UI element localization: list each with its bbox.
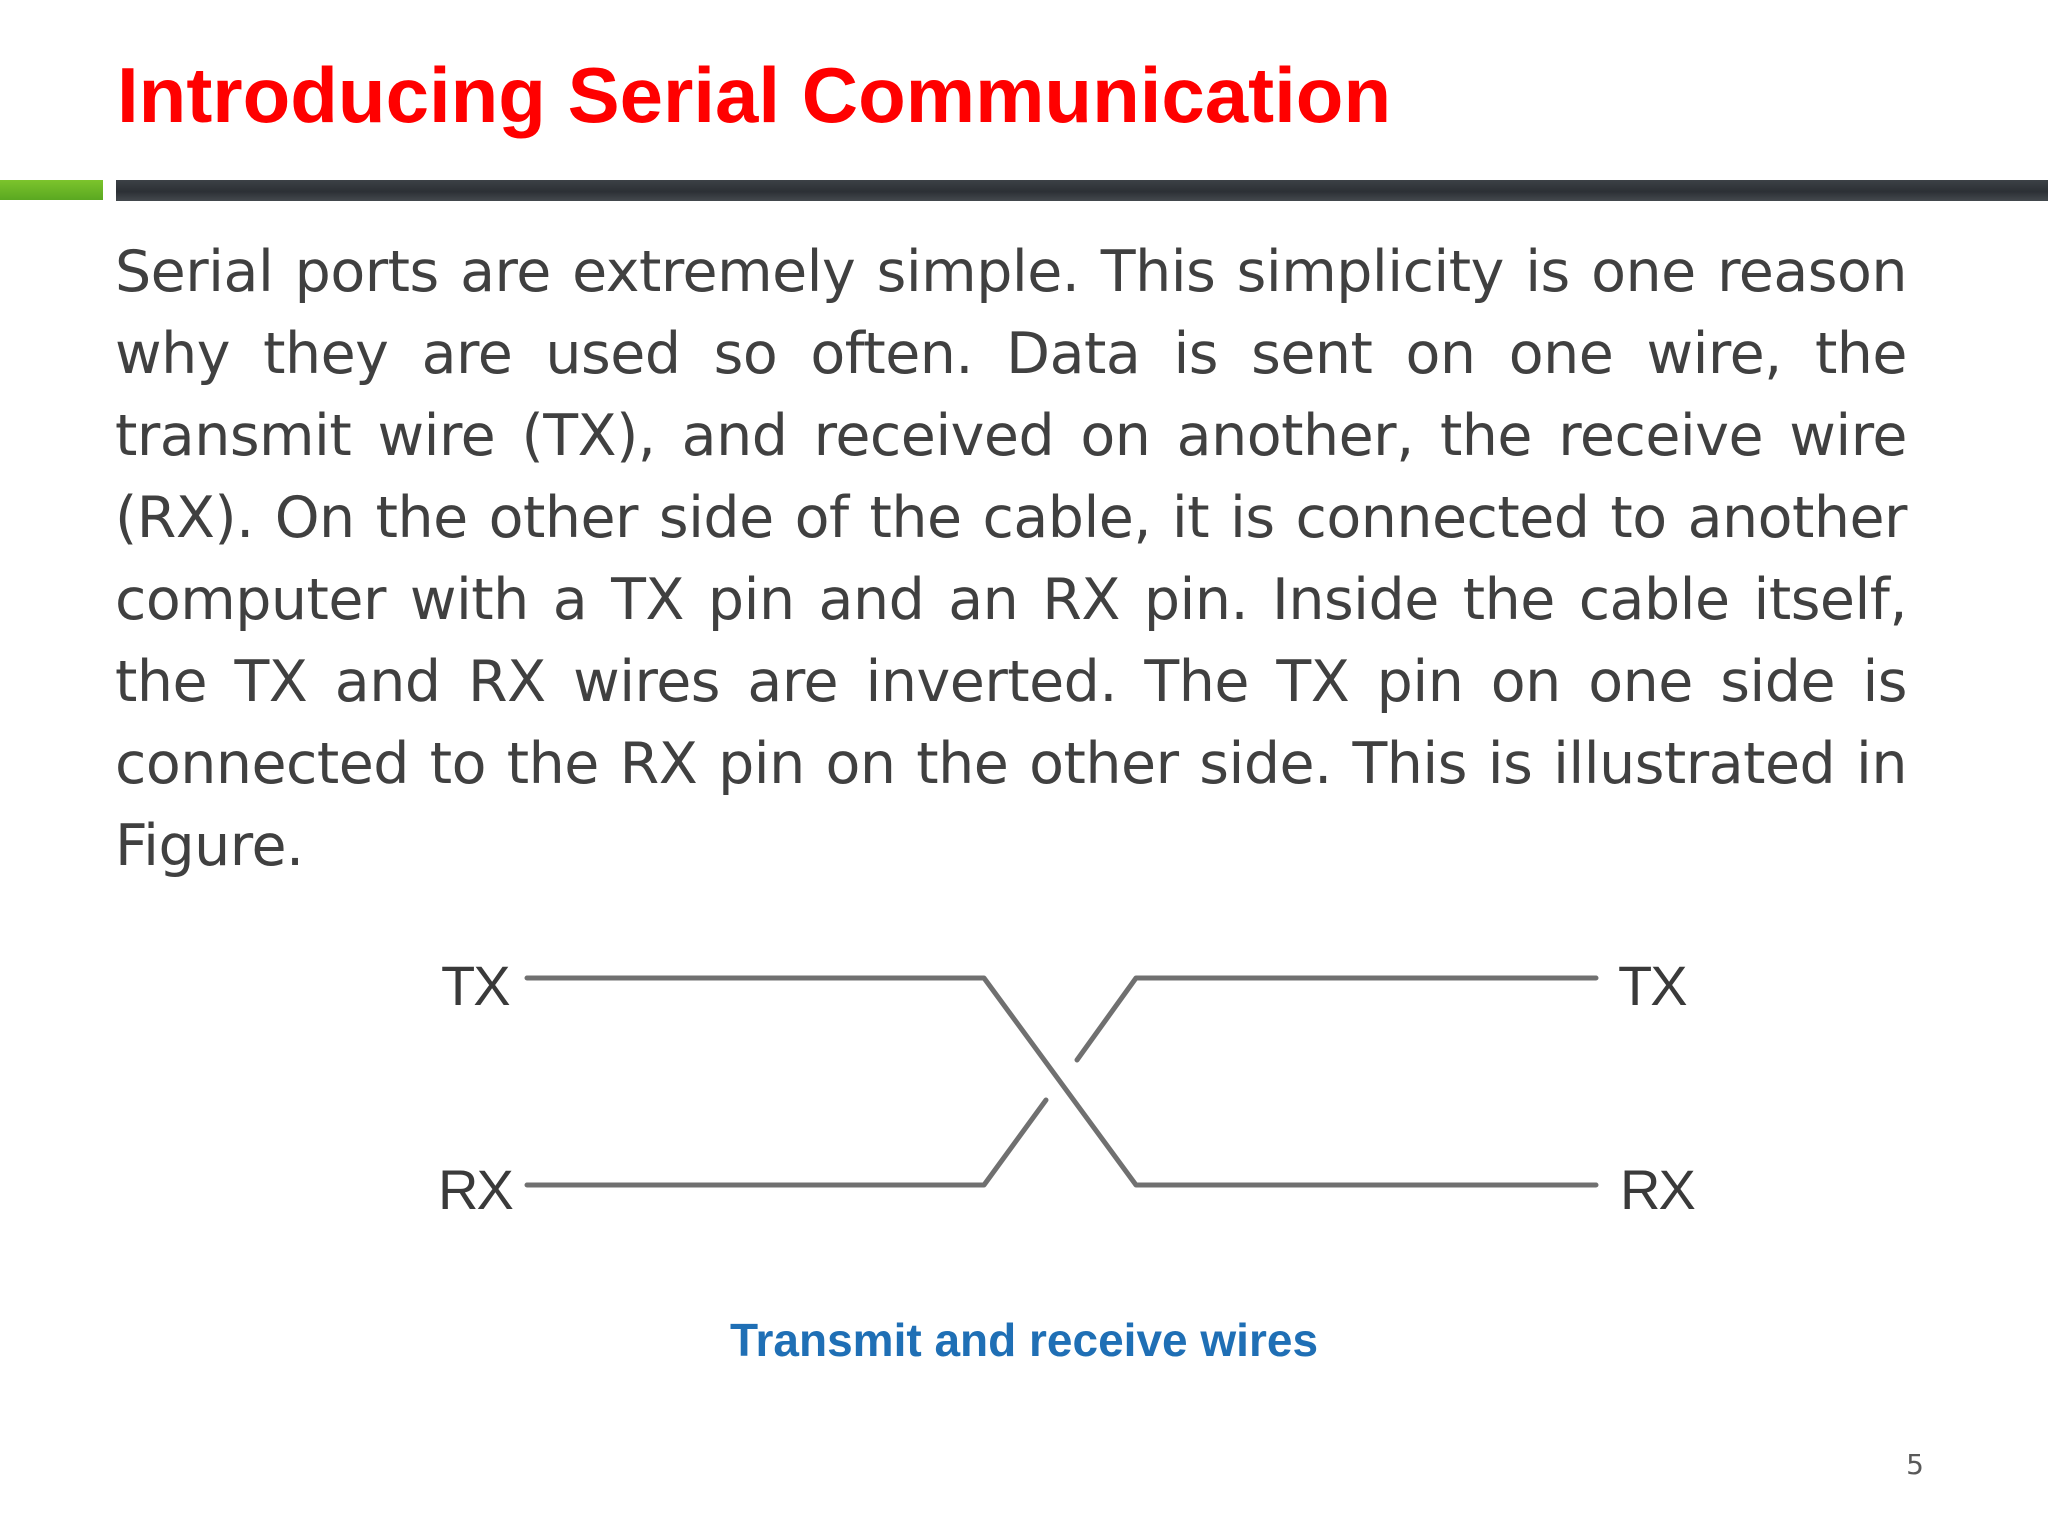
body-paragraph: Serial ports are extremely simple. This … xyxy=(115,239,1908,879)
wire-left-rx-lower-segment xyxy=(524,1097,1049,1188)
left-tx-label: TX xyxy=(441,954,511,1017)
slide-title: Introducing Serial Communication xyxy=(117,51,1392,139)
wire-left-tx-to-right-rx xyxy=(524,975,1599,1188)
title-divider-bar xyxy=(116,180,2048,201)
title-accent-green-bar xyxy=(0,180,103,200)
right-rx-label: RX xyxy=(1620,1158,1696,1221)
figure-caption: Transmit and receive wires xyxy=(729,1314,1319,1366)
right-tx-label: TX xyxy=(1618,954,1688,1017)
page-number: 5 xyxy=(1906,1448,1924,1481)
wire-right-tx-upper-segment xyxy=(1074,975,1599,1063)
left-rx-label: RX xyxy=(438,1158,514,1221)
